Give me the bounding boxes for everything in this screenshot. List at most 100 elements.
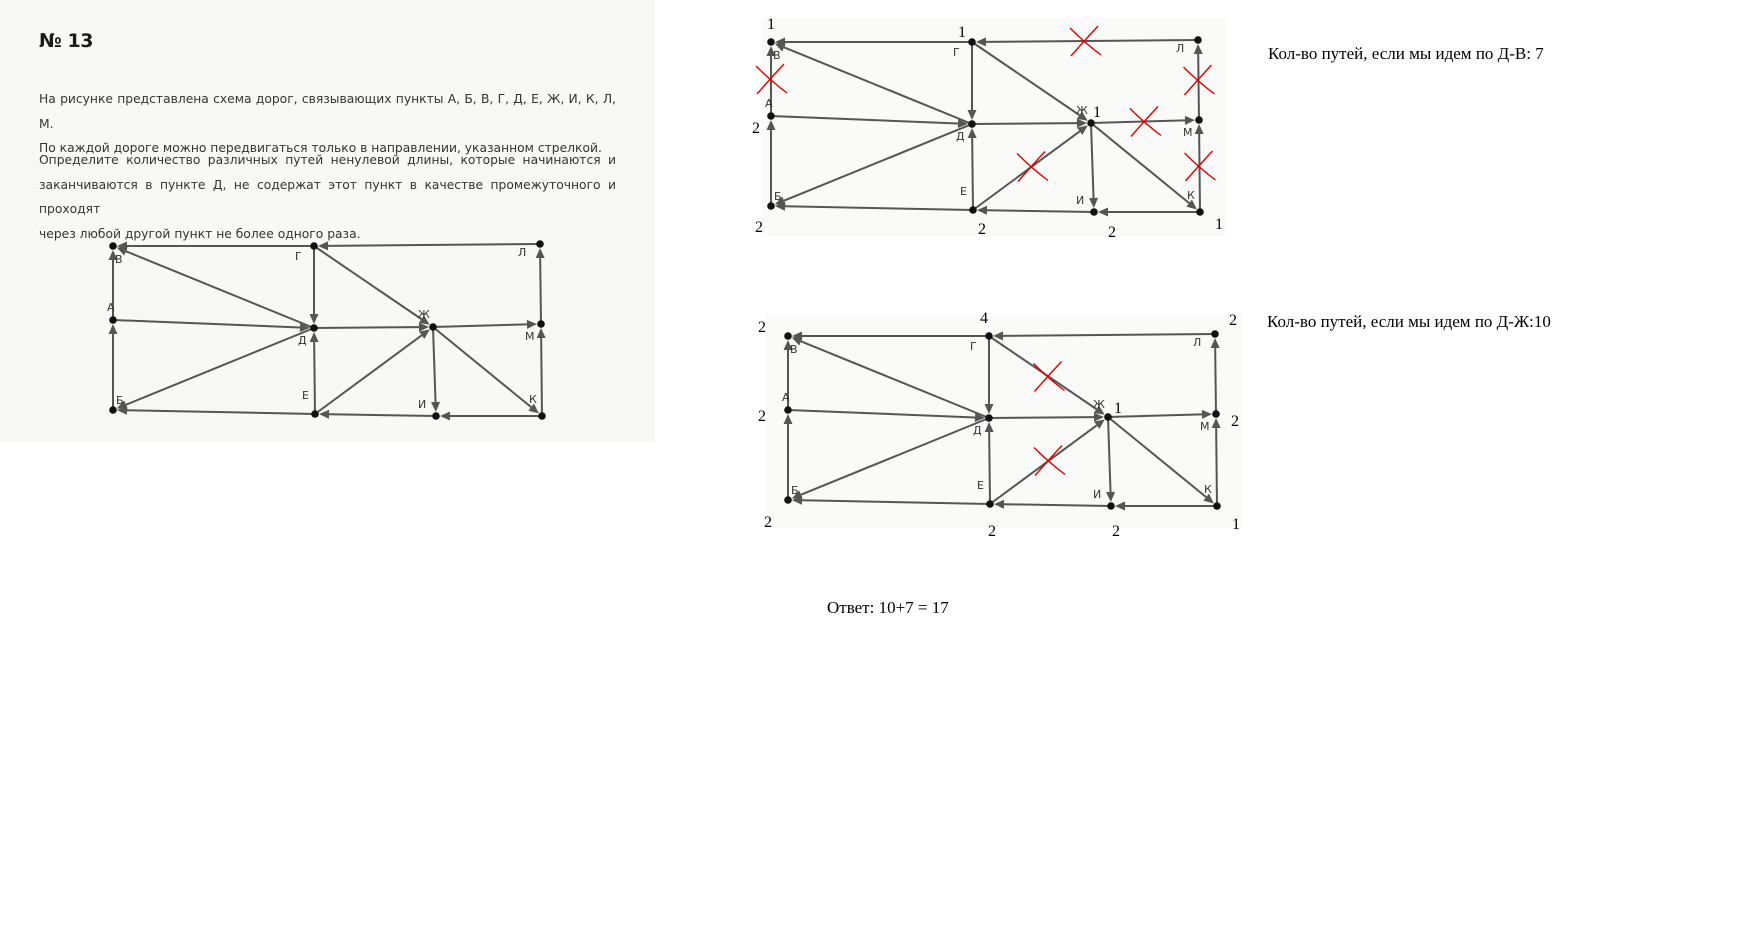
task-text-line: По каждой дороге можно передвигаться тол… <box>39 141 602 155</box>
road-i-e <box>328 413 437 417</box>
road-g-zh <box>313 245 422 320</box>
node-label-e: Е <box>977 479 984 492</box>
count-zh: 1 <box>1114 400 1122 417</box>
road-l-g <box>1002 333 1216 337</box>
arrowhead <box>535 247 545 259</box>
count-g: 1 <box>958 24 966 41</box>
road-k-m <box>1215 427 1218 507</box>
arrowhead <box>1194 123 1204 135</box>
solution1-graph-background <box>762 18 1226 236</box>
road-d-zh <box>971 122 1078 125</box>
arrowhead <box>976 205 988 215</box>
arrowhead <box>309 331 319 343</box>
count-b: 2 <box>764 514 772 531</box>
road-zh-i <box>432 326 437 403</box>
count-i: 2 <box>1108 224 1116 241</box>
solution2-graph-background <box>767 315 1241 527</box>
node-label-v: В <box>115 253 123 266</box>
road-zh-m <box>1090 119 1186 124</box>
road-i-e <box>986 209 1095 213</box>
node-b <box>767 202 775 210</box>
node-zh <box>429 323 437 331</box>
arrowhead <box>318 409 330 419</box>
road-a-d <box>112 319 301 329</box>
arrowhead <box>418 322 430 332</box>
node-a <box>109 316 117 324</box>
road-m-l <box>1197 53 1200 121</box>
node-k <box>1196 208 1204 216</box>
node-e <box>969 206 977 214</box>
node-label-m: М <box>1200 420 1210 433</box>
count-e: 2 <box>978 221 986 238</box>
arrowhead <box>984 421 994 433</box>
arrowhead <box>967 110 977 120</box>
node-g <box>985 332 993 340</box>
node-i <box>1090 208 1098 216</box>
node-d <box>985 414 993 422</box>
arrowhead <box>116 405 128 415</box>
node-i <box>1107 502 1115 510</box>
road-d-zh <box>988 416 1095 419</box>
node-label-g: Г <box>953 46 960 59</box>
node-d <box>968 120 976 128</box>
arrowhead <box>791 495 803 505</box>
road-e-b <box>801 499 991 505</box>
node-m <box>1195 116 1203 124</box>
road-e-b <box>784 205 974 211</box>
node-label-a: А <box>782 391 790 404</box>
node-m <box>1212 410 1220 418</box>
arrowhead <box>1106 491 1116 503</box>
cross-mark <box>1033 361 1065 392</box>
task-paragraph-1: На рисунке представлена схема дорог, свя… <box>39 87 616 161</box>
road-e-zh <box>989 424 1098 505</box>
count-m: 2 <box>1231 413 1239 430</box>
road-d-b <box>783 123 973 202</box>
solution2-caption: Кол-во путей, если мы идем по Д-Ж:10 <box>1267 312 1551 331</box>
road-zh-k <box>1090 122 1190 204</box>
road-k-m <box>1198 133 1201 213</box>
count-k: 1 <box>1215 216 1223 233</box>
arrowhead <box>783 340 793 350</box>
road-e-zh <box>972 130 1081 211</box>
arrowhead <box>536 327 546 339</box>
node-label-l: Л <box>518 246 526 259</box>
arrowhead <box>1076 111 1088 121</box>
arrowhead <box>766 120 776 130</box>
arrowhead <box>775 37 785 47</box>
count-v: 2 <box>758 319 766 336</box>
arrowhead <box>1184 115 1196 125</box>
node-label-e: Е <box>302 389 309 402</box>
road-e-zh <box>314 334 423 415</box>
road-d-b <box>125 327 315 406</box>
road-l-g <box>327 243 541 247</box>
road-d-v <box>125 250 315 329</box>
node-label-v: В <box>790 343 798 356</box>
node-label-k: К <box>1187 189 1195 202</box>
count-i: 2 <box>1112 523 1120 540</box>
road-e-d <box>988 431 991 505</box>
arrowhead <box>1115 501 1125 511</box>
arrowhead <box>526 319 538 329</box>
count-a: 2 <box>752 120 760 137</box>
count-g: 4 <box>980 310 988 327</box>
arrowhead <box>431 401 441 413</box>
node-label-d: Д <box>298 334 307 347</box>
node-label-zh: Ж <box>418 308 430 321</box>
node-l <box>536 240 544 248</box>
arrowhead <box>974 412 986 422</box>
arrowhead <box>1089 197 1099 209</box>
arrowhead <box>783 414 793 424</box>
road-zh-k <box>432 326 532 408</box>
task-title: № 13 <box>39 30 93 52</box>
node-k <box>538 412 546 420</box>
road-m-l <box>1214 347 1217 415</box>
node-label-zh: Ж <box>1093 398 1105 411</box>
node-a <box>784 406 792 414</box>
node-g <box>968 38 976 46</box>
arrowhead <box>419 329 430 339</box>
arrowhead <box>317 241 329 251</box>
road-zh-k <box>1107 416 1207 498</box>
node-l <box>1194 36 1202 44</box>
